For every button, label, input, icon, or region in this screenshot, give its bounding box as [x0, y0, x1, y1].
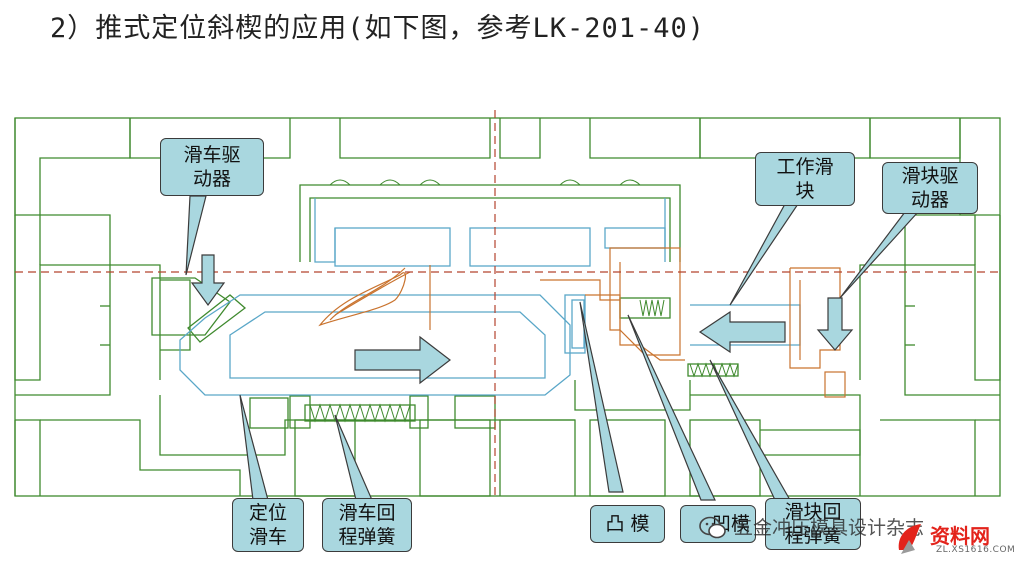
watermark-text: 五金冲压模具设计杂志 [734, 517, 925, 539]
callout-slide-driver-line2: 动器 [192, 168, 231, 190]
callout-slider-return-spring-line1: 滑块回 [784, 501, 842, 523]
callout-work-slider-line1: 工作滑 [776, 156, 834, 178]
callout-slide-return-spring-line2: 程弹簧 [338, 526, 396, 548]
callout-slide-driver-line1: 滑车驱 [183, 144, 241, 166]
callout-positioning-slide-line2: 滑车 [248, 526, 287, 548]
callout-slider-return-spring: 滑块回 程弹簧 [765, 498, 861, 550]
callout-slide-return-spring: 滑车回 程弹簧 [322, 498, 412, 552]
zl-logo-icon [898, 524, 921, 554]
page-title: 2）推式定位斜楔的应用(如下图，参考LK-201-40) [50, 13, 706, 44]
logo-url: ZL.XS1616.COM [936, 545, 1016, 555]
callout-slider-return-spring-line2: 程弹簧 [784, 525, 842, 547]
callout-work-slider: 工作滑 块 [755, 152, 855, 206]
callout-punch-label: 凸 模 [605, 513, 650, 535]
logo-text: 资料网 [930, 524, 990, 548]
wechat-icon [699, 516, 726, 539]
callout-slide-return-spring-line1: 滑车回 [338, 502, 396, 524]
callout-positioning-slide: 定位 滑车 [232, 498, 304, 552]
callout-positioning-slide-line1: 定位 [248, 502, 287, 524]
callout-punch: 凸 模 [590, 505, 665, 543]
callout-slide-driver: 滑车驱 动器 [160, 138, 264, 196]
callout-slider-driver-line2: 动器 [910, 189, 949, 211]
callout-work-slider-line2: 块 [795, 180, 815, 202]
callout-slider-driver-line1: 滑块驱 [901, 165, 959, 187]
callout-slider-driver: 滑块驱 动器 [882, 162, 978, 214]
